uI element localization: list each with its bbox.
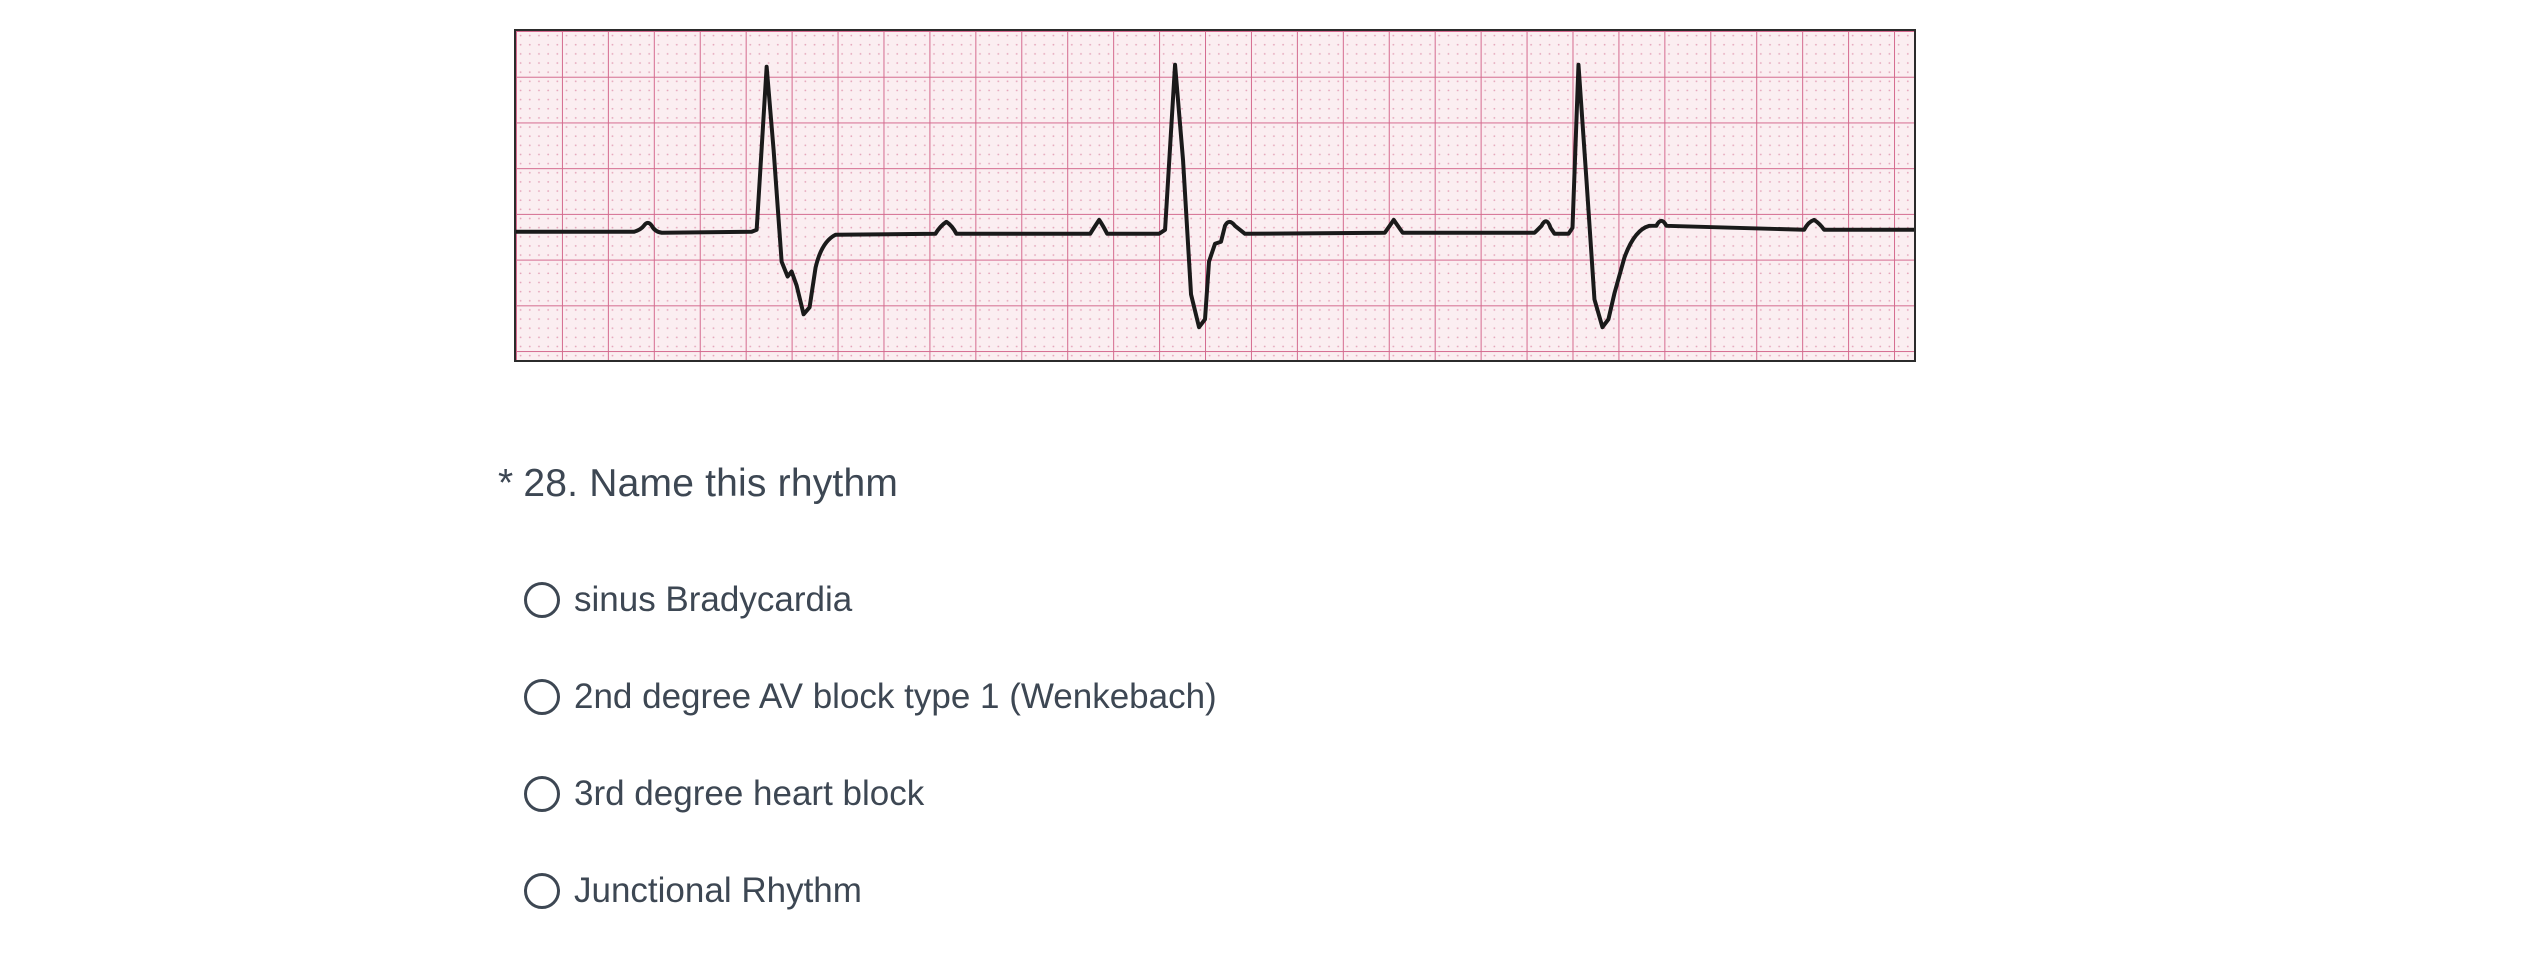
ecg-trace bbox=[516, 62, 1914, 330]
required-marker: * bbox=[498, 462, 514, 505]
option-label[interactable]: Junctional Rhythm bbox=[574, 871, 862, 910]
ecg-grid bbox=[516, 31, 1914, 360]
radio-button[interactable] bbox=[524, 679, 560, 715]
question-title: *28. Name this rhythm bbox=[498, 462, 898, 506]
option-label[interactable]: 3rd degree heart block bbox=[574, 774, 925, 813]
question-text: Name this rhythm bbox=[589, 462, 899, 505]
question-number: 28. bbox=[523, 462, 579, 505]
option-junctional-rhythm[interactable]: Junctional Rhythm bbox=[524, 861, 1217, 921]
option-sinus-bradycardia[interactable]: sinus Bradycardia bbox=[524, 570, 1217, 630]
ecg-strip-image bbox=[514, 29, 1916, 362]
radio-button[interactable] bbox=[524, 873, 560, 909]
ecg-strip-graphic bbox=[516, 31, 1914, 360]
option-label[interactable]: 2nd degree AV block type 1 (Wenkebach) bbox=[574, 677, 1217, 716]
radio-button[interactable] bbox=[524, 582, 560, 618]
option-2nd-degree-av-block-type-1[interactable]: 2nd degree AV block type 1 (Wenkebach) bbox=[524, 667, 1217, 727]
option-3rd-degree-heart-block[interactable]: 3rd degree heart block bbox=[524, 764, 1217, 824]
option-label[interactable]: sinus Bradycardia bbox=[574, 580, 853, 619]
radio-button[interactable] bbox=[524, 776, 560, 812]
answer-options: sinus Bradycardia 2nd degree AV block ty… bbox=[524, 570, 1217, 958]
